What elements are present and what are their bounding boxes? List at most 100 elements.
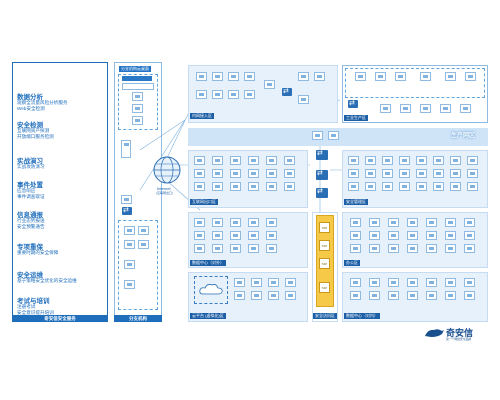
footer-brand-name: 奇安信: [446, 328, 474, 338]
cloud-device: [268, 278, 279, 287]
cloud-device: [285, 291, 296, 300]
office-device: [407, 218, 418, 227]
dci-device: [369, 278, 380, 287]
cloud-icon: [199, 284, 223, 295]
mgmt-device: [399, 182, 410, 191]
dmz-device: [194, 156, 205, 165]
tap-device-2: TAP: [319, 240, 330, 251]
ind-dev-6: [465, 72, 476, 81]
branch-device-11: [124, 280, 135, 289]
office-device: [464, 231, 475, 240]
ind-dev-10: [440, 104, 451, 113]
office-device: [369, 218, 380, 227]
service-title: 专项重保: [17, 244, 43, 251]
branch-pill-2: [122, 83, 154, 90]
office-device: [369, 231, 380, 240]
office-device: [464, 244, 475, 253]
service-item: 观察全流量风险分析服务: [17, 100, 68, 105]
office-device: [445, 218, 456, 227]
branch-device-10: [124, 260, 135, 269]
service-item: 实战攻防演习: [17, 164, 45, 169]
dco-device: [212, 231, 223, 240]
production-label: 生产网区: [450, 133, 475, 139]
tap-device-4: TAP: [319, 282, 330, 293]
mgmt-device: [399, 169, 410, 178]
office-device: [426, 231, 437, 240]
service-title: 考试与培训: [17, 298, 50, 305]
prod-dev-1: [312, 131, 323, 140]
branch-dash-box: [118, 74, 158, 130]
dci-device: [426, 291, 437, 300]
ind-router: [348, 99, 358, 108]
intra-dev-10: [298, 72, 309, 81]
intra-dev-9: [264, 80, 275, 89]
intranet-access-label: 内网接入区: [190, 113, 214, 119]
dmz-device: [248, 156, 259, 165]
dci-device: [388, 291, 399, 300]
dco-device: [230, 231, 241, 240]
core-router-1: [316, 149, 328, 160]
dci-device: [407, 291, 418, 300]
internet-globe: [152, 155, 182, 185]
service-title: 安全检测: [17, 122, 43, 129]
mgmt-device: [433, 156, 444, 165]
intra-dev-1: [196, 72, 207, 81]
ind-dev-4: [420, 72, 431, 81]
dmz-device: [248, 182, 259, 191]
branch-device-1: [132, 92, 143, 101]
tap-device-3: TAP: [319, 258, 330, 269]
ind-dev-8: [400, 104, 411, 113]
branch-pill-1: [122, 76, 152, 81]
dmz-device: [230, 182, 241, 191]
intra-dev-12: [298, 95, 309, 104]
service-title: 数据分析: [17, 94, 43, 101]
intra-dev-7: [228, 90, 239, 99]
service-item: 安全意识提升培训: [17, 310, 54, 315]
service-item: 行业态势报送: [17, 218, 45, 223]
service-item: 应急响应: [17, 188, 36, 193]
service-item: 安全预警通告: [17, 224, 45, 229]
mgmt-device: [348, 156, 359, 165]
internet-label: Internet: [157, 186, 171, 191]
intra-dev-8: [244, 90, 255, 99]
dci-device: [350, 291, 361, 300]
branch-bottom-label: 分支机构: [114, 315, 162, 322]
dco-device: [212, 218, 223, 227]
office-label: 办公区: [344, 260, 360, 266]
office-device: [350, 218, 361, 227]
globe-icon: [153, 156, 181, 184]
branch-device-5: [121, 195, 132, 204]
ind-dev-2: [375, 72, 386, 81]
office-device: [369, 244, 380, 253]
dco-device: [230, 244, 241, 253]
mgmt-device: [365, 182, 376, 191]
mgmt-device: [382, 182, 393, 191]
cloud-device: [251, 291, 262, 300]
branch-device-8: [124, 240, 135, 249]
dci-device: [445, 291, 456, 300]
core-router-3: [316, 187, 328, 198]
office-device: [445, 231, 456, 240]
dci-device: [407, 278, 418, 287]
branch-device-3: [132, 116, 143, 125]
ind-dev-3: [395, 72, 406, 81]
industrial-zone: [342, 65, 488, 123]
intra-dev-11: [314, 72, 325, 81]
security-access-label: 安全访问区: [313, 313, 337, 319]
cloud-device: [251, 278, 262, 287]
branch-router: [122, 206, 132, 215]
dco-device: [212, 244, 223, 253]
cloud-device: [234, 291, 245, 300]
sidebar-footer: 奇安信安全服务: [12, 315, 108, 322]
mgmt-device: [450, 156, 461, 165]
service-item: 开放端口服务检测: [17, 134, 54, 139]
mgmt-device: [348, 169, 359, 178]
office-device: [426, 218, 437, 227]
dci-device: [445, 278, 456, 287]
branch-bottom-box: [118, 220, 158, 310]
cloud-device: [285, 278, 296, 287]
security-mgmt-label: 安全管理区: [344, 199, 368, 205]
ind-dev-11: [460, 104, 471, 113]
cloud-dash: [194, 276, 228, 304]
dco-device: [266, 218, 277, 227]
